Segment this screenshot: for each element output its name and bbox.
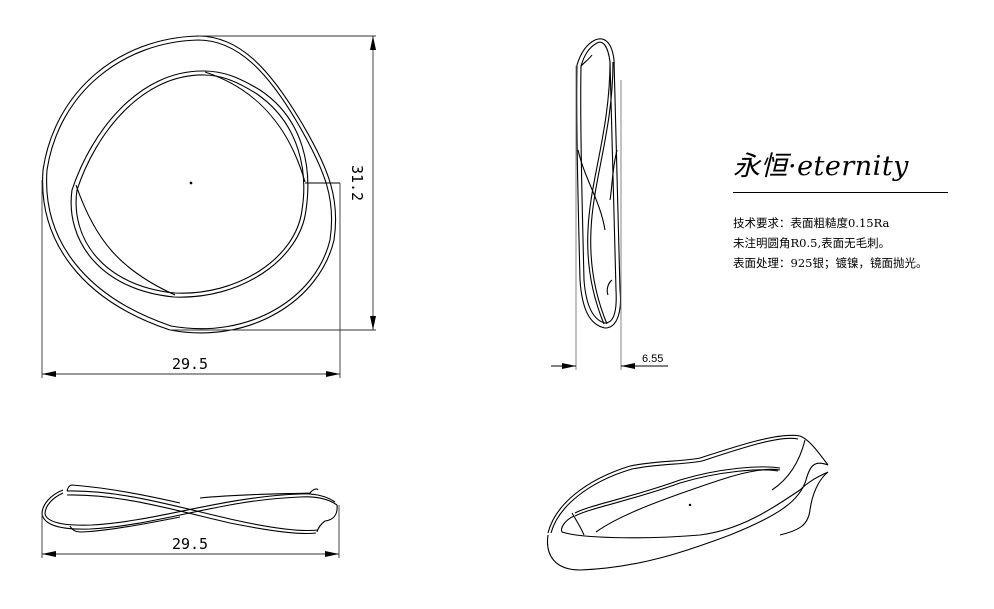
front-view (42, 35, 340, 334)
side-view (576, 38, 622, 329)
top-view (41, 484, 338, 535)
technical-notes: 技术要求：表面粗糙度0.15Ra 未注明圆角R0.5,表面无毛刺。 表面处理：9… (733, 213, 953, 273)
front-view-arrows (42, 36, 376, 377)
note-line: 技术要求：表面粗糙度0.15Ra (733, 216, 890, 230)
front-view-dimensions (41, 35, 376, 378)
side-view-dimensions (575, 66, 622, 370)
top-view-dimensions (41, 505, 340, 558)
front-width-dimension: 29.5 (172, 355, 208, 373)
isometric-view (546, 434, 829, 571)
side-thickness-dimension: 6.55 (642, 353, 663, 365)
side-view-arrows (562, 363, 635, 369)
title-underline (733, 192, 948, 193)
top-view-arrows (42, 551, 339, 557)
front-height-dimension: 31.2 (348, 165, 366, 201)
note-line: 表面处理：925银；镀镍，镜面抛光。 (733, 256, 928, 270)
title-block: 永恒·eternity 技术要求：表面粗糙度0.15Ra 未注明圆角R0.5,表… (733, 148, 953, 273)
top-width-dimension: 29.5 (172, 535, 208, 553)
note-line: 未注明圆角R0.5,表面无毛刺。 (733, 236, 891, 250)
drawing-title: 永恒·eternity (733, 151, 909, 182)
